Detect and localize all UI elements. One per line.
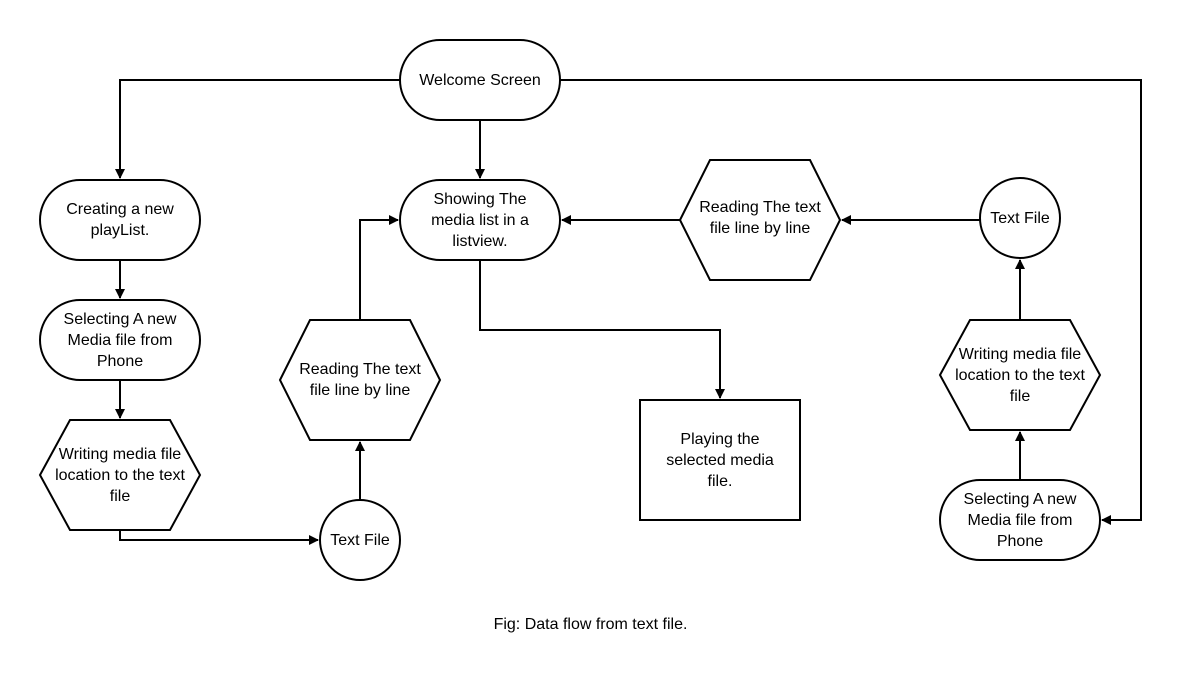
- label-welcome-screen: Welcome Screen: [419, 71, 541, 89]
- node-writing-media-left: [38, 419, 202, 531]
- edge-welcome-to-select-right: [560, 79, 1142, 525]
- node-playing-media: [639, 399, 801, 521]
- label-text-file-left: Text File: [330, 531, 390, 549]
- label-writing-media-right: Writing media file location to the text …: [955, 345, 1085, 405]
- label-writing-media-left: Writing media file location to the text …: [55, 445, 185, 505]
- label-showing-media-list: Showing The media list in a listview.: [431, 190, 529, 250]
- node-text-file-right: [979, 177, 1061, 259]
- label-text-file-right: Text File: [990, 209, 1050, 227]
- label-reading-text-right: Reading The text file line by line: [699, 199, 821, 237]
- node-writing-media-right: [938, 319, 1102, 431]
- edge-show-to-play: [479, 260, 725, 399]
- edge-read-left-to-show: [359, 215, 399, 320]
- figure-caption: Fig: Data flow from text file.: [493, 616, 688, 633]
- edge-write-left-to-textfile-left: [119, 530, 319, 545]
- label-creating-playlist: Creating a new playList.: [66, 201, 174, 239]
- node-reading-text-left: [278, 319, 442, 441]
- edge-welcome-to-create: [115, 79, 400, 179]
- node-reading-text-right: [678, 159, 842, 281]
- label-selecting-media-right: Selecting A new Media file from Phone: [963, 490, 1077, 550]
- label-reading-text-left: Reading The text file line by line: [299, 361, 421, 399]
- label-selecting-media-left: Selecting A new Media file from Phone: [63, 310, 177, 370]
- label-playing-media: Playing the selected media file.: [666, 430, 774, 490]
